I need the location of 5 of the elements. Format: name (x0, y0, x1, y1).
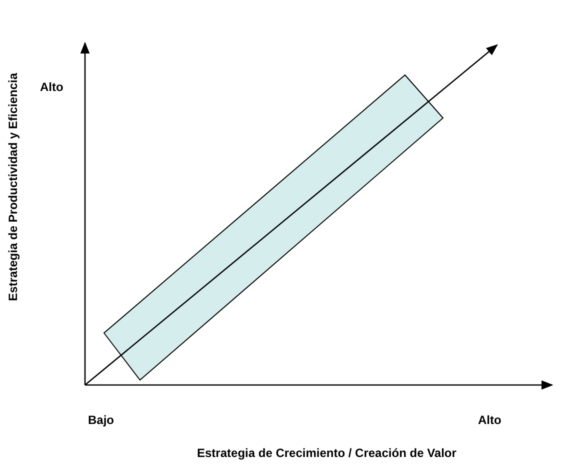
y-axis-title: Estrategia de Productividad y Eficiencia (6, 72, 20, 304)
x-axis-title: Estrategia de Crecimiento / Creación de Valor (197, 446, 456, 460)
axis-value-label: Alto (478, 413, 502, 427)
axis-value-label: Alto (40, 80, 64, 94)
axis-value-label: Bajo (88, 413, 114, 427)
